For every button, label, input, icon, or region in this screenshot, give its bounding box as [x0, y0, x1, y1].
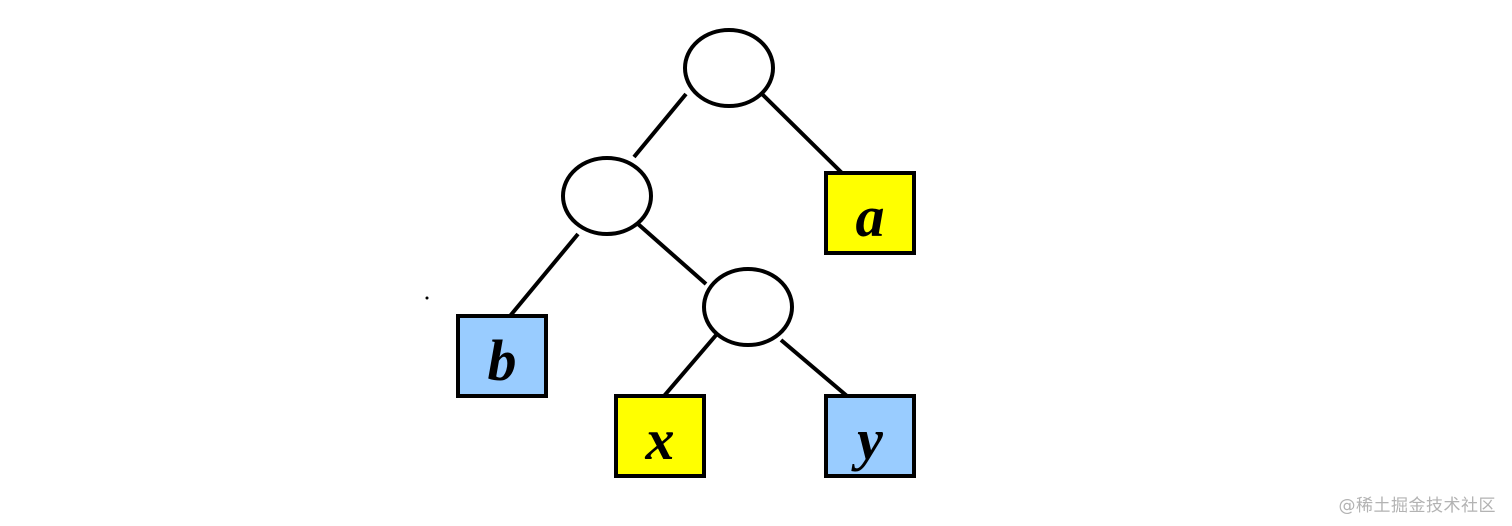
leaf-box-y: [824, 394, 916, 478]
edge-left-leftright: [636, 222, 708, 286]
internal-node-left: [561, 156, 653, 236]
edge-leftright-x: [662, 332, 719, 398]
edge-left-b: [508, 232, 580, 318]
edge-root-left: [632, 92, 688, 159]
leaf-box-x: [614, 394, 706, 478]
leaf-box-a: [824, 171, 916, 255]
leaf-label-y: y: [851, 407, 883, 472]
internal-node-root: [683, 28, 775, 108]
internal-node-left-right: [702, 267, 794, 347]
leaf-label-b: b: [488, 328, 517, 393]
leaf-label-a: a: [856, 184, 885, 249]
leaf-label-x: x: [645, 407, 675, 472]
edge-root-a: [760, 92, 844, 175]
edge-leftright-y: [779, 338, 849, 398]
watermark-text: @稀土掘金技术社区: [1338, 496, 1496, 516]
leaf-box-b: [456, 314, 548, 398]
stray-dot: [425, 296, 429, 300]
